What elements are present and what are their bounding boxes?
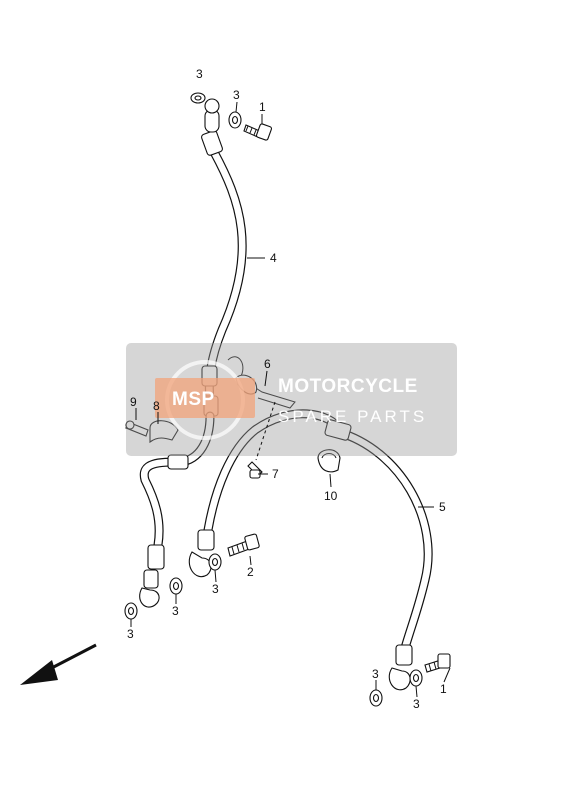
hose-clip [317,449,341,473]
callout-3-washer-left: 3 [127,627,134,641]
callout-3-washer-mid-2: 3 [212,582,219,596]
callout-8-clamp: 8 [153,399,160,413]
callout-3-washer-bottom-right-left: 3 [372,667,379,681]
crossover-brake-hose [188,409,345,578]
hose-clamp-small [149,420,179,444]
callout-1-bottom-bolt: 1 [440,682,447,696]
direction-arrow-icon [20,643,97,685]
callout-3-washer-bottom-right: 3 [413,697,420,711]
right-brake-hose [324,419,433,691]
banjo-bolt-bottom [424,653,451,673]
watermark-logo: MSP [172,389,215,410]
callout-9-bolt: 9 [130,395,137,409]
lower-left-brake-hose [139,411,215,608]
clamp-bolt [125,420,149,437]
callout-6-clamp: 6 [264,357,271,371]
callout-5-right-hose: 5 [439,500,446,514]
callout-4-upper-hose: 4 [270,251,277,265]
callout-7-bolt: 7 [272,467,279,481]
banjo-bolt-top [243,123,273,141]
callout-10-clip: 10 [324,489,338,503]
callout-3-washer-mid: 3 [172,604,179,618]
callout-2-bolt: 2 [247,565,254,579]
watermark-line2: SPARE PARTS [278,407,427,426]
watermark: MSP MOTORCYCLE SPARE PARTS [126,343,457,456]
leader-lines [130,101,451,698]
callout-3-top-washer-2: 3 [233,88,240,102]
callout-1-top-bolt: 1 [259,100,266,114]
banjo-bolt-middle [227,533,260,557]
bracket-bolt [247,461,263,479]
callout-3-top-washer: 3 [196,67,203,81]
watermark-line1: MOTORCYCLE [278,376,418,397]
